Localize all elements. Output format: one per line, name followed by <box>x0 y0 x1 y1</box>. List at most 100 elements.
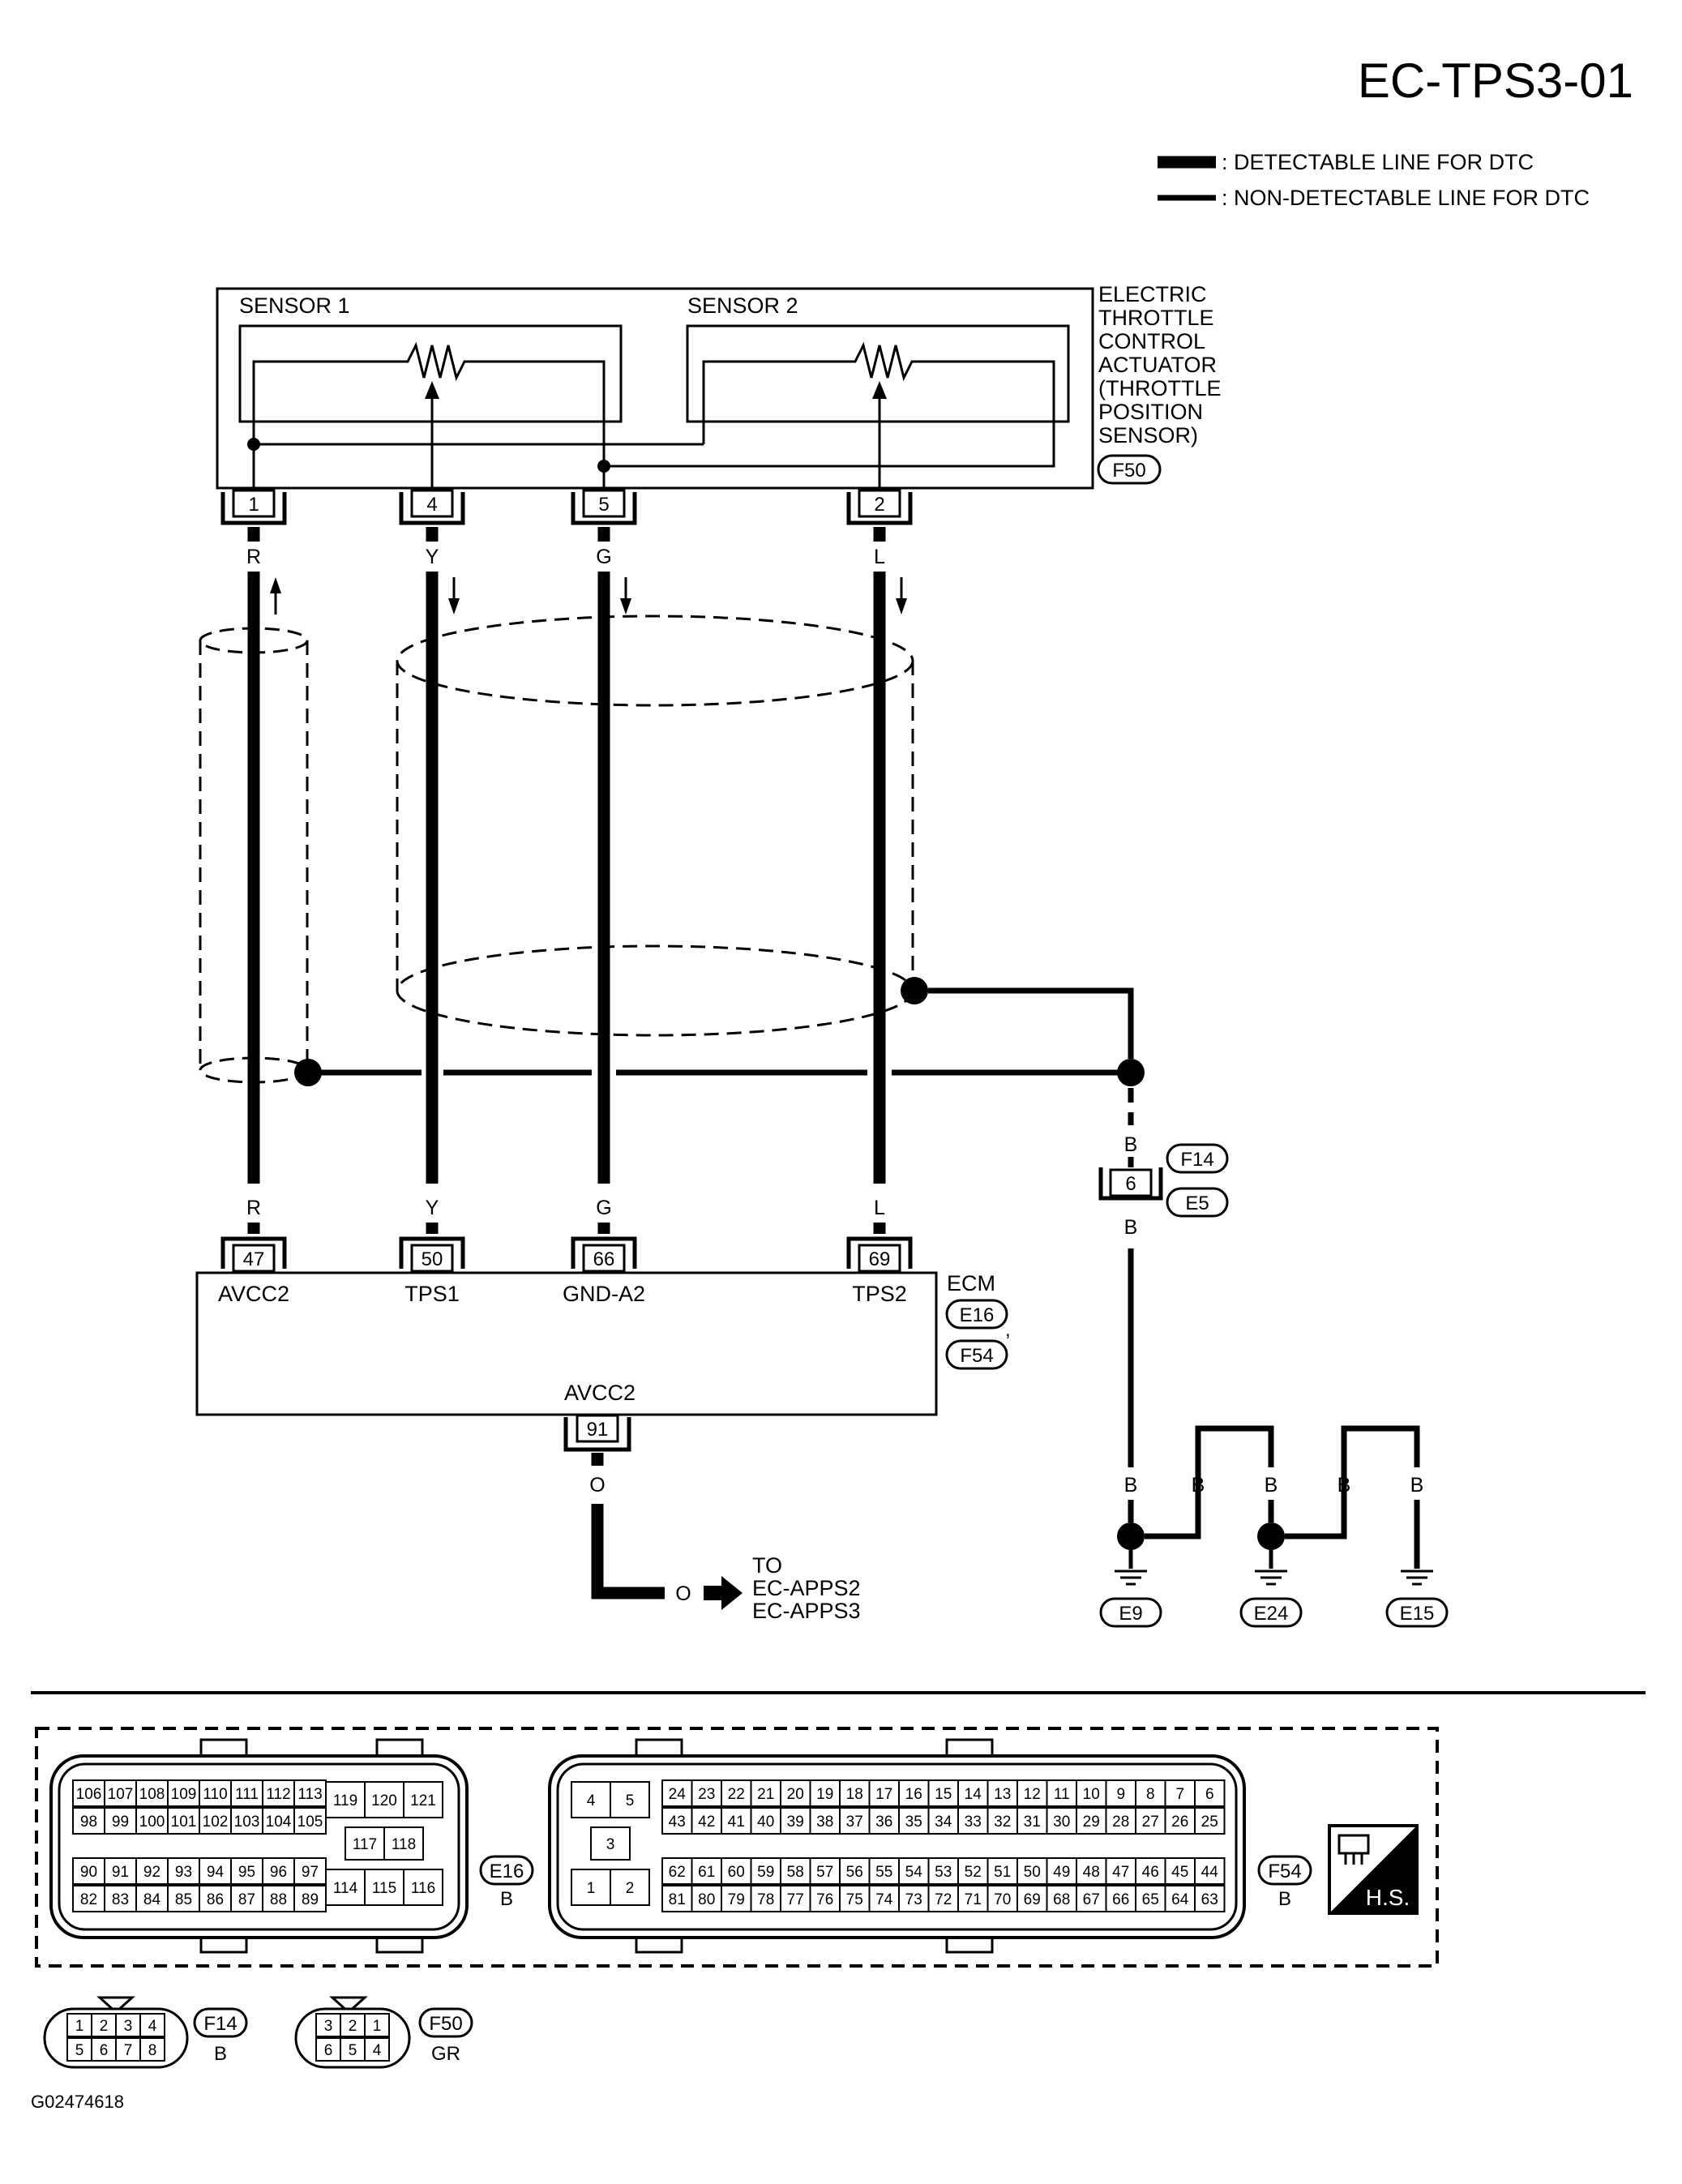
splice-dot <box>1117 1059 1145 1086</box>
connector-cavity <box>957 1857 989 1885</box>
connector-cavity <box>91 2013 117 2037</box>
pin-number: 6 <box>1125 1173 1136 1195</box>
signal-arrow-down <box>620 598 631 615</box>
connector-code-badge <box>193 2007 248 2038</box>
sensor2-wiper-arrow <box>872 381 887 399</box>
connector-cavity <box>590 1826 631 1861</box>
connector-cavity <box>987 1885 1018 1912</box>
cavity-number: 60 <box>728 1864 745 1881</box>
cavity-number: 110 <box>203 1786 227 1803</box>
actuator-label-line: (THROTTLE <box>1098 376 1222 400</box>
cavity-number: 5 <box>626 1792 635 1809</box>
connector-code-badge <box>1097 454 1162 485</box>
actuator-connector-code: F50 <box>1112 460 1145 482</box>
cavity-number: 105 <box>297 1814 323 1831</box>
connector-cavity <box>839 1779 871 1807</box>
cavity-number: 75 <box>846 1891 863 1908</box>
cavity-number: 65 <box>1142 1891 1159 1908</box>
wire-color-code: R <box>246 1197 261 1219</box>
cavity-number: 116 <box>411 1880 435 1897</box>
actuator-label-line: CONTROL <box>1098 329 1205 353</box>
connector-code-badge <box>1166 1143 1229 1174</box>
cavity-number: 4 <box>148 2018 157 2035</box>
connector-cavity <box>72 1807 105 1835</box>
signal-arrow-down <box>896 598 907 615</box>
connector-cavity <box>780 1807 811 1835</box>
connector-cavity <box>1016 1779 1048 1807</box>
ecm-pin-label: AVCC2 <box>218 1282 289 1306</box>
cavity-number: 3 <box>324 2018 333 2035</box>
e16-color: B <box>500 1888 513 1910</box>
cavity-number: 13 <box>994 1786 1011 1803</box>
connector-cavity <box>1194 1779 1226 1807</box>
cavity-number: 45 <box>1171 1864 1188 1881</box>
connector-pin: 50 <box>399 1236 465 1273</box>
connector-code-badge <box>418 2007 473 2038</box>
to-reference: EC-APPS3 <box>752 1599 861 1623</box>
throttle-actuator: SENSOR 1 SENSOR 2 ELECTRIC THROTTLE CONT… <box>216 282 1222 490</box>
connector-pin: 2 <box>846 489 913 525</box>
wire-color-code: B <box>1192 1474 1205 1497</box>
cavity-number: 93 <box>175 1864 192 1881</box>
connector-cavity <box>167 1857 200 1885</box>
connector-cavity <box>293 1807 327 1835</box>
connector-cavity <box>230 1857 263 1885</box>
connector-cavity <box>104 1779 137 1807</box>
wire-color-code: B <box>1337 1474 1351 1497</box>
cavity-number: 88 <box>270 1891 287 1908</box>
connector-pin: 4 <box>399 489 465 525</box>
junction-dot <box>597 460 610 473</box>
cavity-number: 103 <box>234 1814 260 1831</box>
cavity-number: 51 <box>994 1864 1011 1881</box>
cavity-number: 4 <box>373 2042 382 2059</box>
connector-cavity <box>1194 1807 1226 1835</box>
connector-cavity <box>1046 1885 1077 1912</box>
ecm-box <box>195 1271 938 1416</box>
cavity-number: 37 <box>846 1814 863 1831</box>
cavity-number: 48 <box>1083 1864 1100 1881</box>
wire-color-code: B <box>1124 1133 1138 1156</box>
connector-cavity <box>104 1857 137 1885</box>
cavity-number: 57 <box>816 1864 833 1881</box>
actuator-box <box>216 287 1094 490</box>
sensor1-wiper-arrow <box>425 381 439 399</box>
connector-cavity <box>293 1857 327 1885</box>
cavity-number: 90 <box>80 1864 97 1881</box>
harness-wires: 1 4 5 2 R Y G L <box>220 489 913 1234</box>
cavity-number: 27 <box>1142 1814 1159 1831</box>
cavity-number: 5 <box>75 2042 84 2059</box>
ground-symbol-icon <box>1255 1569 1287 1586</box>
connector-cavity <box>1016 1857 1048 1885</box>
cavity-number: 71 <box>965 1891 982 1908</box>
connector-cavity <box>571 1781 611 1818</box>
actuator-label-line: POSITION <box>1098 400 1203 424</box>
cavity-number: 70 <box>994 1891 1011 1908</box>
cavity-number: 7 <box>124 2042 133 2059</box>
connector-cavity <box>898 1857 930 1885</box>
ground-circuit: B 6 F14 E5 B B B B B B <box>1098 1088 1449 1628</box>
cavity-number: 99 <box>112 1814 129 1831</box>
connector-cavity <box>1016 1807 1048 1835</box>
cavity-number: 39 <box>787 1814 804 1831</box>
wire-color-code: L <box>874 1197 885 1219</box>
cavity-number: 18 <box>846 1786 863 1803</box>
cavity-number: 19 <box>816 1786 833 1803</box>
connector-cavity <box>927 1779 959 1807</box>
connector-cavity <box>383 1826 424 1861</box>
connector-view-frame <box>35 1727 1439 1968</box>
legend-detectable: : DETECTABLE LINE FOR DTC <box>1222 150 1534 174</box>
cavity-number: 64 <box>1171 1891 1189 1908</box>
cavity-number: 118 <box>392 1836 416 1853</box>
wire-color-code: B <box>1265 1474 1278 1497</box>
e16-code: E16 <box>490 1861 524 1882</box>
connector-cavity <box>1135 1807 1166 1835</box>
connector-cavity <box>987 1857 1018 1885</box>
cavity-number: 17 <box>875 1786 892 1803</box>
wire-color-code: Y <box>426 1197 439 1219</box>
ecm: AVCC2 TPS1 GND-A2 TPS2 AVCC2 ECM E16 , F… <box>195 1271 1011 1623</box>
cavity-number: 42 <box>698 1814 715 1831</box>
cavity-number: 121 <box>410 1792 436 1809</box>
